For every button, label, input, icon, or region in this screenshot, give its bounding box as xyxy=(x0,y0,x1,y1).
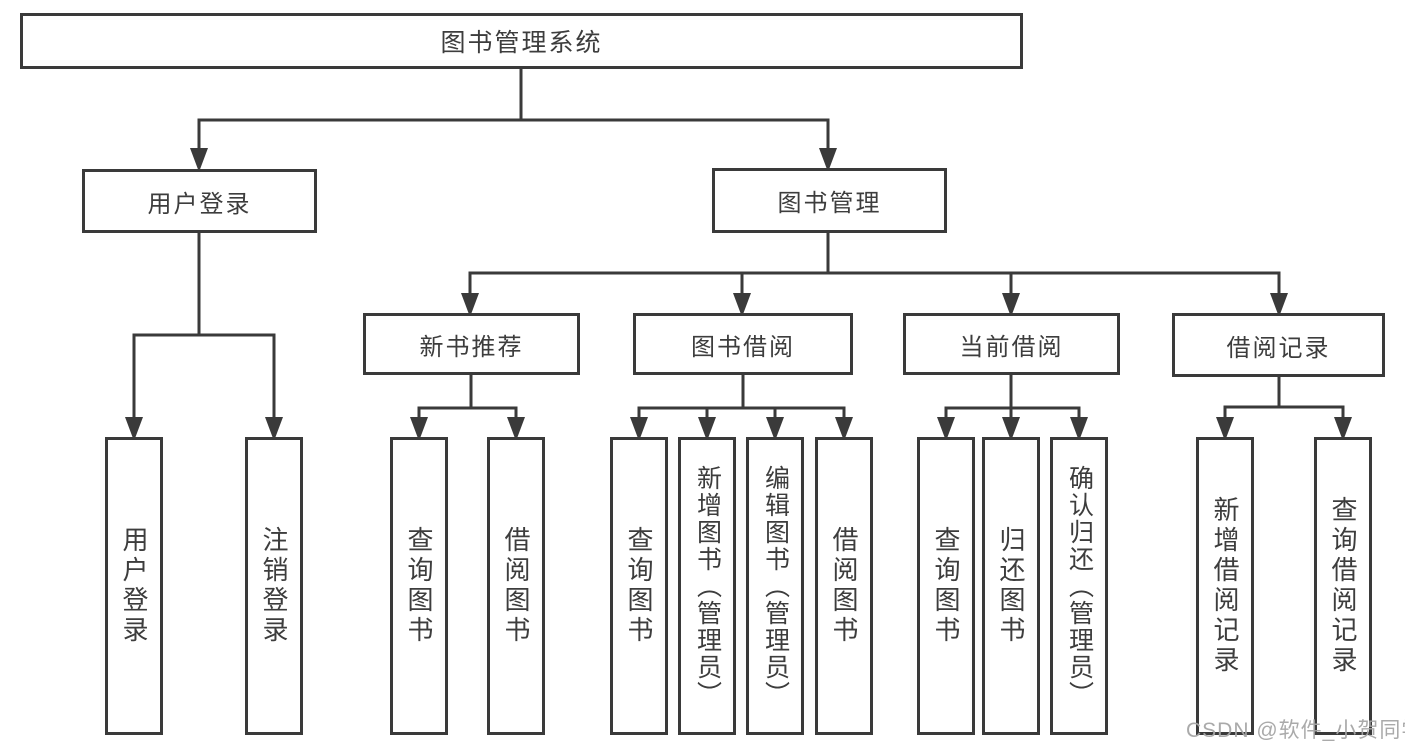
node-book-borrowing: 图书借阅 xyxy=(633,313,853,375)
leaf-query-book-recommend: 查询图书 xyxy=(390,437,448,735)
leaf-confirm-return-admin: 确认归还（管理员） xyxy=(1050,437,1108,735)
node-label: 图书管理 xyxy=(777,190,882,217)
node-label: 图书借阅 xyxy=(691,333,795,361)
node-label: 用户登录 xyxy=(147,190,252,218)
leaf-query-borrow-record: 查询借阅记录 xyxy=(1314,437,1372,735)
node-user-login: 用户登录 xyxy=(82,169,317,233)
leaf-edit-book-admin: 编辑图书（管理员） xyxy=(746,437,804,735)
node-borrowing-records: 借阅记录 xyxy=(1172,313,1385,377)
arrowheads xyxy=(125,120,1352,441)
leaf-add-borrow-record: 新增借阅记录 xyxy=(1196,437,1254,735)
leaf-add-book-admin: 新增图书（管理员） xyxy=(678,437,736,735)
node-book-management: 图书管理 xyxy=(712,168,947,233)
leaf-query-book-current: 查询图书 xyxy=(917,437,975,735)
leaf-return-book: 归还图书 xyxy=(982,437,1040,735)
node-root-library-system: 图书管理系统 xyxy=(20,13,1023,69)
csdn-watermark: CSDN @软件_小贺同学 xyxy=(1186,719,1405,742)
node-new-book-recommend: 新书推荐 xyxy=(363,313,580,375)
leaf-borrow-book-recommend: 借阅图书 xyxy=(487,437,545,735)
leaf-user-login: 用户登录 xyxy=(105,437,163,735)
node-label: 新书推荐 xyxy=(419,333,524,361)
leaf-logout-login: 注销登录 xyxy=(245,437,303,735)
tree-branch-lines xyxy=(132,69,1345,410)
node-current-borrowing: 当前借阅 xyxy=(903,313,1120,375)
node-label: 当前借阅 xyxy=(959,333,1064,361)
node-label: 借阅记录 xyxy=(1226,334,1331,362)
leaf-borrow-book: 借阅图书 xyxy=(815,437,873,735)
node-label: 图书管理系统 xyxy=(440,29,603,57)
leaf-query-book-borrowing: 查询图书 xyxy=(610,437,668,735)
